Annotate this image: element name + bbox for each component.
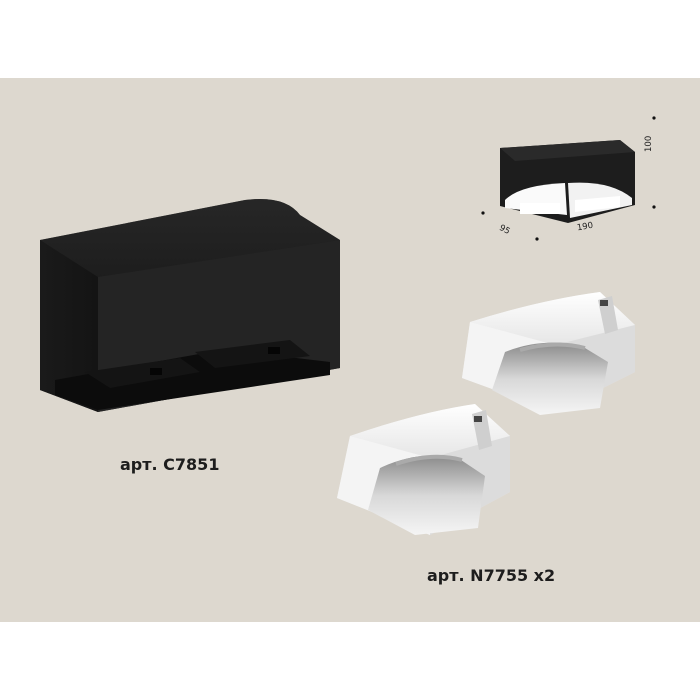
insert-n7755-2 [337,404,510,535]
dimension-sketch [481,116,656,241]
dimension-height: 100 [644,135,654,152]
insert-article-label: арт. N7755 x2 [427,566,556,585]
housing-c7851 [40,199,340,412]
insert-n7755-1 [462,292,635,415]
housing-article-label: арт. C7851 [120,455,220,474]
